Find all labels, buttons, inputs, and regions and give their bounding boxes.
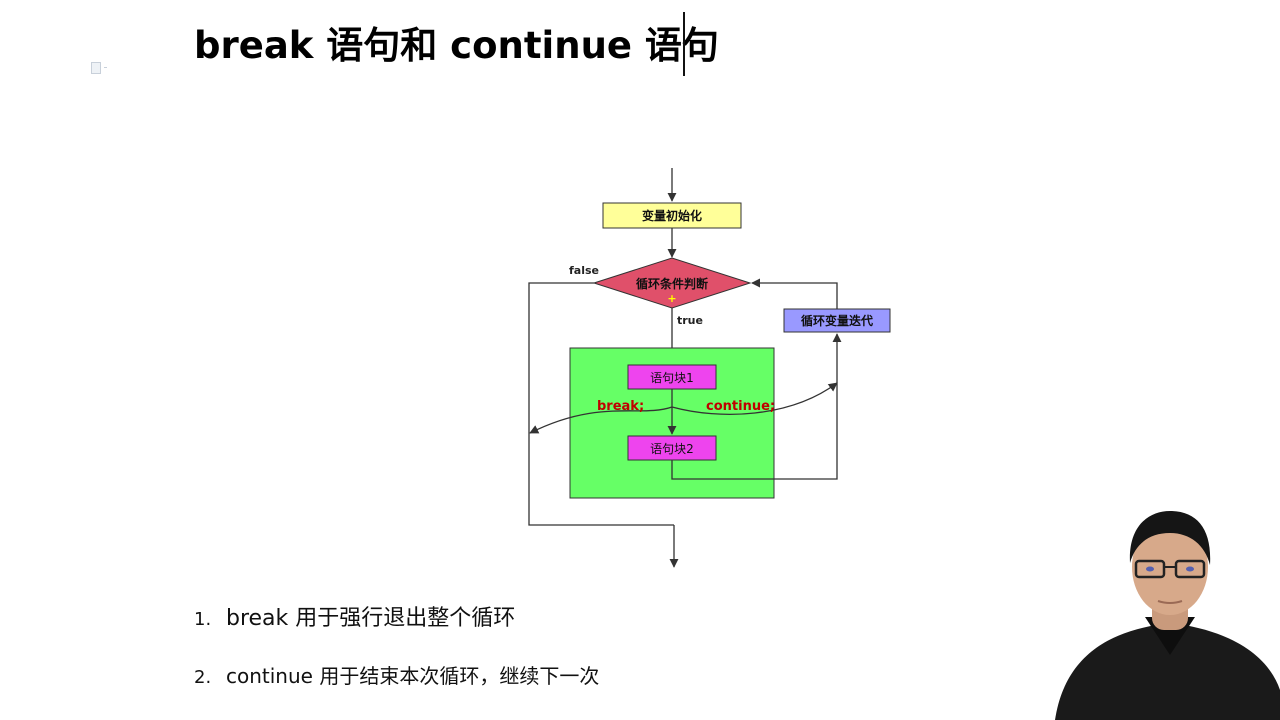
true-label: true bbox=[677, 314, 703, 327]
block2-label: 语句块2 bbox=[650, 442, 694, 456]
condition-plus-mark: + bbox=[667, 292, 676, 305]
note-text: break 用于强行退出整个循环 bbox=[226, 606, 516, 631]
false-label: false bbox=[569, 264, 599, 277]
block2-box bbox=[627, 435, 717, 461]
false-path bbox=[528, 282, 674, 526]
note-number: 2. bbox=[194, 667, 212, 688]
break-curve bbox=[529, 406, 673, 434]
overlay-dot bbox=[104, 67, 107, 68]
block1-box bbox=[627, 364, 717, 390]
note-text: continue 用于结束本次循环，继续下一次 bbox=[226, 664, 600, 688]
break-label: break; bbox=[597, 399, 644, 414]
init-box bbox=[602, 202, 742, 229]
note-item-continue: 2. continue 用于结束本次循环，继续下一次 bbox=[194, 660, 599, 689]
condition-label: 循环条件判断 bbox=[636, 276, 708, 291]
continue-curve bbox=[671, 382, 838, 416]
block1-label: 语句块1 bbox=[650, 371, 694, 385]
iterate-to-condition-path bbox=[751, 278, 838, 309]
document-icon bbox=[91, 62, 101, 74]
presenter-webcam bbox=[1055, 510, 1280, 720]
slide-title: break 语句和 continue 语句 bbox=[194, 24, 719, 67]
init-label: 变量初始化 bbox=[642, 208, 702, 223]
note-number: 1. bbox=[194, 609, 212, 630]
text-cursor bbox=[683, 12, 685, 76]
condition-diamond bbox=[592, 257, 752, 309]
iterate-label: 循环变量迭代 bbox=[801, 313, 873, 328]
block2-to-iterate-path bbox=[671, 333, 842, 480]
note-item-break: 1. break 用于强行退出整个循环 bbox=[194, 600, 515, 632]
continue-label: continue; bbox=[706, 399, 775, 414]
